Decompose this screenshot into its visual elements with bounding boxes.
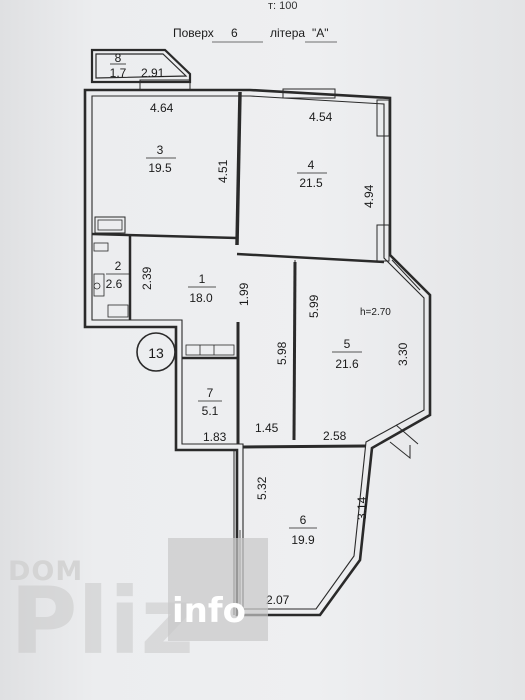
room-5-area: 21.6 (335, 357, 359, 371)
dim-1-45: 1.45 (255, 421, 279, 435)
dim-2-07: 2.07 (266, 593, 290, 607)
dim-5-98: 5.98 (275, 341, 289, 365)
room-3-area: 19.5 (148, 161, 172, 175)
watermark-dom: DOM (8, 556, 84, 587)
dim-4-54: 4.54 (309, 110, 333, 124)
room-8-number: 8 (115, 51, 122, 65)
room-6-area: 19.9 (291, 533, 315, 547)
room-4-number: 4 (308, 158, 315, 172)
dim-4-94: 4.94 (362, 184, 376, 208)
dim-2-58: 2.58 (323, 429, 347, 443)
room-1-number: 1 (199, 272, 206, 286)
room-2-number: 2 (115, 259, 122, 273)
room-7-number: 7 (207, 386, 214, 400)
ceiling-height: h=2.70 (360, 307, 391, 318)
stair-number: 13 (148, 345, 164, 361)
watermark-info: info (172, 591, 247, 631)
dim-3-14: 3.14 (355, 496, 369, 520)
dim-1-99: 1.99 (237, 282, 251, 306)
dim-2-91: 2.91 (141, 66, 165, 80)
room-7-area: 5.1 (202, 404, 219, 418)
room-8-area: 1.7 (110, 66, 127, 80)
header-scale-fragment: т: 100 (268, 0, 298, 12)
room-6-number: 6 (300, 513, 307, 527)
dim-3-30: 3.30 (396, 342, 410, 366)
room-3-number: 3 (157, 143, 164, 157)
dim-5-32: 5.32 (255, 476, 269, 500)
room-4-area: 21.5 (299, 176, 323, 190)
dim-1-83: 1.83 (203, 430, 227, 444)
watermark-box (168, 538, 268, 641)
dim-4-64: 4.64 (150, 101, 174, 115)
dim-5-99: 5.99 (307, 294, 321, 318)
letter-label: літера (270, 26, 306, 40)
room-5-number: 5 (344, 337, 351, 351)
dim-2-39: 2.39 (140, 266, 154, 290)
room-1-area: 18.0 (189, 291, 213, 305)
room-2-area: 2.6 (106, 277, 123, 291)
floor-value: 6 (231, 26, 238, 40)
watermark-pliz: Pliz (10, 568, 195, 675)
floor-label: Поверх (173, 26, 214, 40)
letter-value: "А" (312, 26, 329, 40)
dim-4-51: 4.51 (216, 159, 230, 183)
